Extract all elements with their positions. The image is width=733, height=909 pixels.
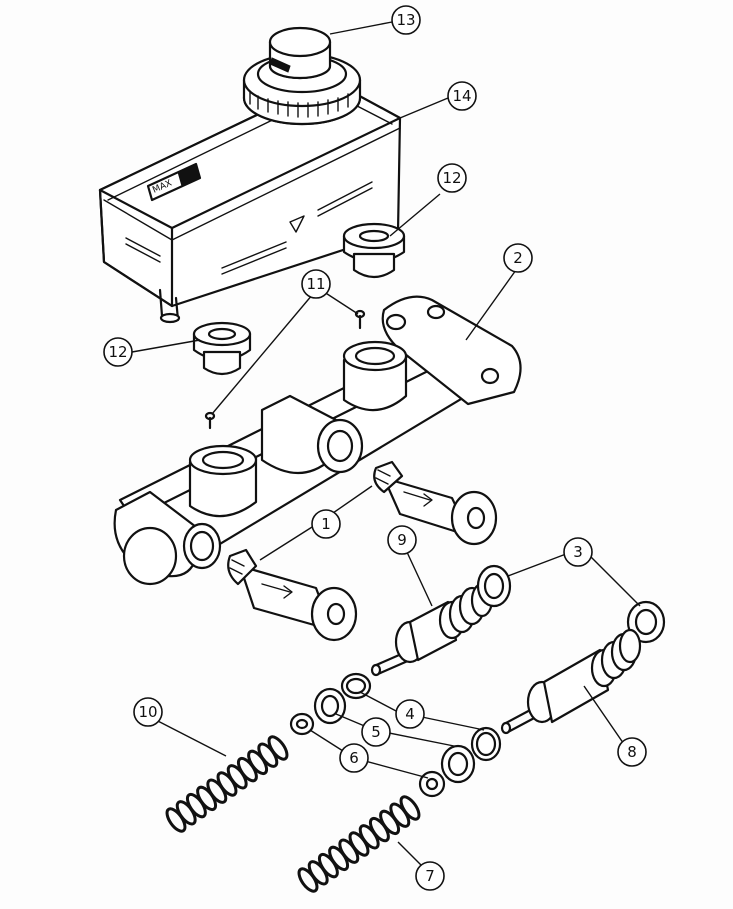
spring-upper — [165, 735, 289, 833]
stop-pins — [204, 309, 366, 430]
svg-text:11: 11 — [306, 275, 325, 293]
callout-4: 4 — [395, 699, 425, 729]
svg-text:8: 8 — [627, 743, 637, 761]
spring-coil — [399, 795, 421, 821]
svg-text:12: 12 — [108, 343, 127, 361]
leader-lines — [131, 21, 641, 873]
callout-1: 1 — [311, 509, 341, 539]
secondary-piston — [500, 628, 642, 735]
callout-13: 13 — [391, 5, 421, 35]
callout-2: 2 — [503, 243, 533, 273]
svg-text:6: 6 — [349, 749, 359, 767]
svg-text:12: 12 — [442, 169, 461, 187]
svg-text:1: 1 — [321, 515, 331, 533]
callout-11: 11 — [301, 269, 331, 299]
callout-10: 10 — [133, 697, 163, 727]
callout-6: 6 — [339, 743, 369, 773]
outlet-valve-upper — [373, 460, 498, 546]
callout-9: 9 — [387, 525, 417, 555]
svg-text:13: 13 — [396, 11, 415, 29]
callout-8: 8 — [617, 737, 647, 767]
svg-text:10: 10 — [138, 703, 157, 721]
piston-seals — [476, 564, 666, 644]
svg-text:7: 7 — [425, 867, 435, 885]
spring-coil — [267, 735, 289, 761]
callout-7: 7 — [415, 861, 445, 891]
callout-12-upper: 12 — [437, 163, 467, 193]
svg-text:2: 2 — [513, 249, 523, 267]
svg-text:5: 5 — [371, 723, 381, 741]
callout-14: 14 — [447, 81, 477, 111]
primary-piston — [370, 582, 494, 677]
max-level-window: MAX — [146, 162, 202, 202]
svg-text:4: 4 — [405, 705, 415, 723]
reservoir-seal-lower — [192, 321, 252, 376]
outlet-valve-lower — [227, 548, 358, 642]
callout-12-lower: 12 — [103, 337, 133, 367]
callout-5: 5 — [361, 717, 391, 747]
svg-text:9: 9 — [397, 531, 407, 549]
reservoir-seal-upper — [342, 222, 406, 279]
reservoir: MAX — [98, 78, 402, 324]
master-cylinder-body — [113, 295, 522, 586]
spring-lower — [297, 795, 421, 893]
svg-text:3: 3 — [573, 543, 583, 561]
callouts: 13 14 12 2 11 12 1 9 3 10 4 5 6 8 7 — [103, 5, 647, 891]
callout-3: 3 — [563, 537, 593, 567]
reservoir-cap — [242, 26, 362, 126]
svg-text:14: 14 — [452, 87, 471, 105]
warning-triangle-icon — [289, 215, 305, 233]
